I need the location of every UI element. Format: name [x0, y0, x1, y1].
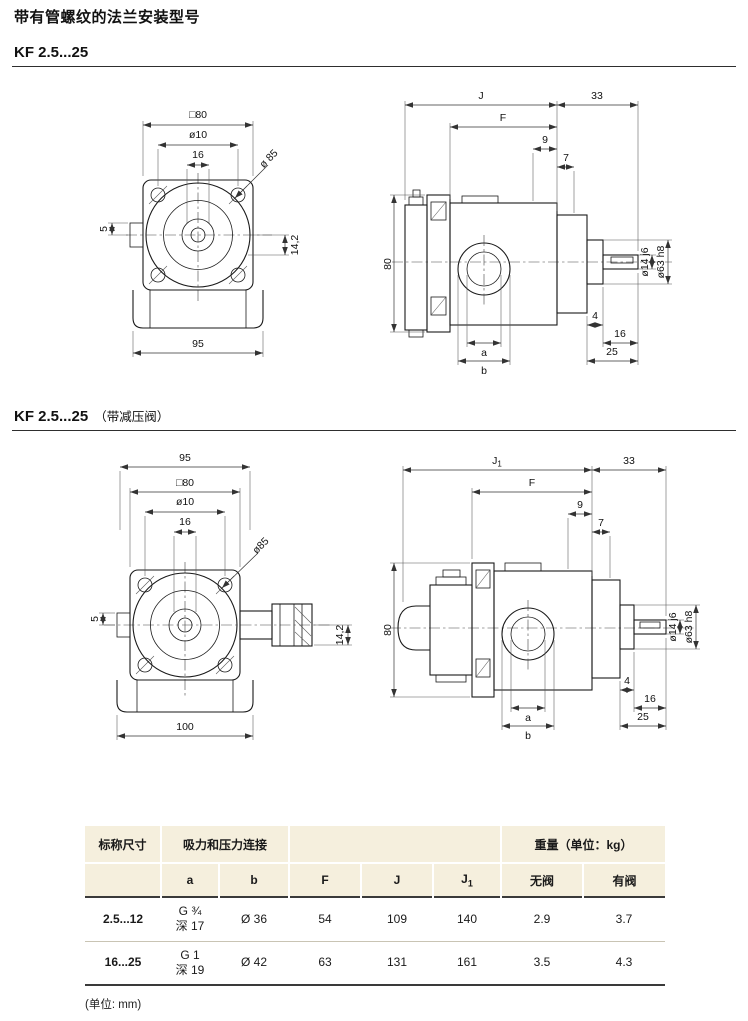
- pump-valve-front-view: 95 □80 ø10 16 ø85 14,2 5 100: [89, 452, 352, 740]
- cell-J: 131: [361, 940, 433, 985]
- col-F: F: [288, 862, 361, 897]
- dim-spigot-dia: ø63 h8: [655, 246, 667, 279]
- dim-5: 5: [89, 616, 101, 622]
- dim-shaft-dia: ø14 j6: [639, 247, 651, 276]
- col-J1: J1: [432, 862, 501, 897]
- page-title-text: 带有管螺纹的法兰安装型号: [14, 9, 201, 26]
- section1-divider: [12, 66, 736, 67]
- cell-no-valve: 2.9: [501, 896, 583, 941]
- dim-33: 33: [623, 455, 635, 467]
- dim-16: 16: [614, 328, 626, 340]
- drawing-kf-relief-valve: 95 □80 ø10 16 ø85 14,2 5 100: [89, 452, 700, 742]
- cell-J1: 140: [433, 896, 501, 941]
- dim-bolt-hole: ø10: [176, 496, 194, 508]
- cell-size: 2.5...12: [85, 896, 161, 941]
- dim-16: 16: [179, 516, 191, 528]
- dim-J: J: [478, 90, 483, 102]
- pump-side-view: J 33 F 9 7 80 ø14 j6 ø63 h8 4 16 25 a: [382, 90, 672, 377]
- dim-a: a: [481, 347, 487, 359]
- pump-valve-side-view: J1 33 F 9 7 80 ø14 j6 ø63 h8 4 16 25 a: [382, 455, 700, 742]
- dim-95: 95: [179, 452, 191, 464]
- dim-14-2: 14,2: [334, 625, 346, 646]
- dim-95: 95: [192, 338, 204, 350]
- dim-7: 7: [563, 152, 569, 164]
- col-nominal-size: 标称尺寸: [85, 826, 161, 863]
- col-weight: 重量（单位：kg）: [500, 826, 665, 863]
- col-no-valve: 无阀: [500, 862, 583, 897]
- dim-shaft-dia: ø14 j6: [667, 612, 679, 641]
- section2-heading-suffix: （带减压阀）: [94, 410, 170, 424]
- cell-b: Ø 42: [219, 940, 289, 985]
- col-with-valve: 有阀: [582, 862, 665, 897]
- section2-divider: [12, 430, 736, 431]
- dim-F: F: [529, 477, 535, 489]
- section2-heading-text: KF 2.5...25: [14, 408, 89, 425]
- cell-F: 63: [289, 940, 361, 985]
- col-J: J: [360, 862, 433, 897]
- col-suction-pressure: 吸力和压力连接: [160, 826, 289, 863]
- dim-80: 80: [382, 624, 394, 636]
- dim-9: 9: [577, 499, 583, 511]
- dim-80: 80: [382, 258, 394, 270]
- dim-4: 4: [592, 310, 598, 322]
- dim-square80: □80: [176, 477, 194, 489]
- spec-table-container: 标称尺寸 吸力和压力连接 重量（单位：kg） a b F J J1 无阀 有阀 …: [85, 826, 665, 986]
- dim-dia85: ø 85: [257, 147, 280, 170]
- dim-14-2: 14,2: [289, 235, 301, 256]
- page-title: 带有管螺纹的法兰安装型号: [14, 6, 200, 27]
- dim-33: 33: [591, 90, 603, 102]
- dim-F: F: [500, 112, 506, 124]
- cell-with-valve: 3.7: [583, 896, 665, 941]
- dim-100: 100: [176, 721, 194, 733]
- col-spacer: [288, 826, 501, 863]
- cell-with-valve: 4.3: [583, 940, 665, 985]
- pump-front-view: □80 ø10 16 ø 85 14,2 5 95: [98, 109, 301, 357]
- dim-7: 7: [598, 517, 604, 529]
- dim-9: 9: [542, 134, 548, 146]
- dim-J1: J1: [492, 455, 502, 469]
- cell-F: 54: [289, 896, 361, 941]
- dim-16: 16: [644, 693, 656, 705]
- drawing-kf-standard: □80 ø10 16 ø 85 14,2 5 95: [98, 90, 672, 377]
- col-a: a: [160, 862, 219, 897]
- section1-heading-text: KF 2.5...25: [14, 44, 89, 61]
- section2-heading: KF 2.5...25 （带减压阀）: [14, 406, 169, 426]
- col-nominal-size-spacer: [85, 862, 161, 897]
- cell-J1: 161: [433, 940, 501, 985]
- dim-square80: □80: [189, 109, 207, 121]
- cell-b: Ø 36: [219, 896, 289, 941]
- section1-heading: KF 2.5...25: [14, 44, 88, 62]
- cell-J: 109: [361, 896, 433, 941]
- dim-bolt-hole: ø10: [189, 129, 207, 141]
- dim-a: a: [525, 712, 531, 724]
- col-b: b: [218, 862, 289, 897]
- cell-no-valve: 3.5: [501, 940, 583, 985]
- dim-5: 5: [98, 226, 110, 232]
- unit-note: (单位: mm): [85, 999, 142, 1011]
- dim-b: b: [525, 730, 531, 742]
- dim-25: 25: [637, 711, 649, 723]
- cell-size: 16...25: [85, 940, 161, 985]
- dim-4: 4: [624, 675, 630, 687]
- dim-b: b: [481, 365, 487, 377]
- dim-25: 25: [606, 346, 618, 358]
- dim-16: 16: [192, 149, 204, 161]
- spec-table: 标称尺寸 吸力和压力连接 重量（单位：kg） a b F J J1 无阀 有阀 …: [85, 826, 665, 986]
- dim-dia85: ø85: [250, 535, 271, 556]
- dim-spigot-dia: ø63 h8: [683, 611, 695, 644]
